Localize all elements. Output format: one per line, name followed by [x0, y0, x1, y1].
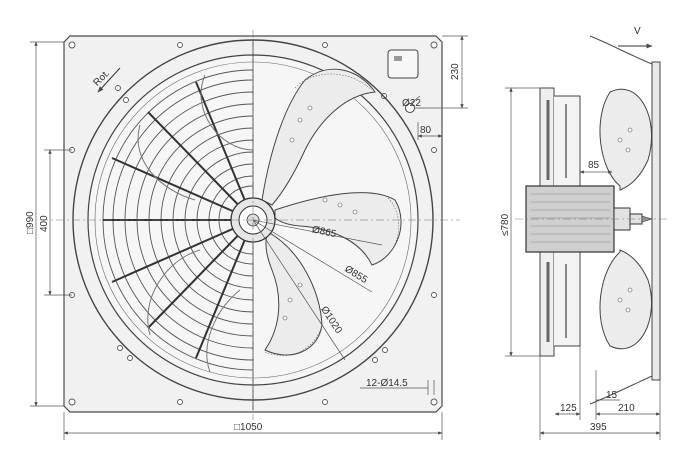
guard-spokes [103, 81, 254, 359]
top-offset-label: 230 [450, 63, 461, 80]
offset-125-label: 125 [560, 403, 577, 414]
mount-holes-label: 12-Ø14.5 [366, 378, 408, 389]
side-height-label: ≤780 [500, 213, 511, 236]
side-plate [651, 61, 661, 381]
hole-spacing-dimension: 400 [39, 149, 72, 296]
cable-gland-dims: Ø22 80 230 [402, 35, 468, 140]
hole-spacing-label: 400 [39, 215, 50, 232]
height-label: □990 [25, 211, 36, 234]
side-view: V [500, 26, 670, 440]
offset-15-label: 15 [606, 390, 618, 401]
mount-hole-callout: 12-Ø14.5 [360, 378, 435, 395]
motor-offset-dimension: 85 [579, 160, 613, 174]
side-depth-dimensions: 15 125 210 395 [539, 346, 661, 440]
blade-holes [282, 105, 358, 321]
height-dimension: □990 [25, 41, 64, 407]
blade-serrations [264, 73, 400, 356]
depth-label: 395 [590, 422, 607, 433]
side-height-dimension: ≤780 [500, 87, 540, 357]
side-offset-label: 80 [420, 125, 432, 136]
motor-offset-label: 85 [588, 160, 600, 171]
offset-210-label: 210 [618, 403, 635, 414]
width-dimension: □1050 [63, 412, 443, 440]
terminal-box [387, 49, 419, 113]
airflow-label: V [634, 26, 641, 37]
cable-gland-label: Ø22 [402, 98, 421, 109]
width-label: □1050 [234, 422, 263, 433]
blades-behind-guard [137, 74, 254, 373]
side-blades [599, 88, 653, 349]
impeller-blades [261, 68, 402, 356]
airflow-indicator: V [618, 26, 653, 49]
diameter-865-label: Ø865 [311, 224, 338, 240]
front-view: Rot. Ø865 Ø855 Ø1020 Ø22 80 230 [25, 30, 468, 440]
